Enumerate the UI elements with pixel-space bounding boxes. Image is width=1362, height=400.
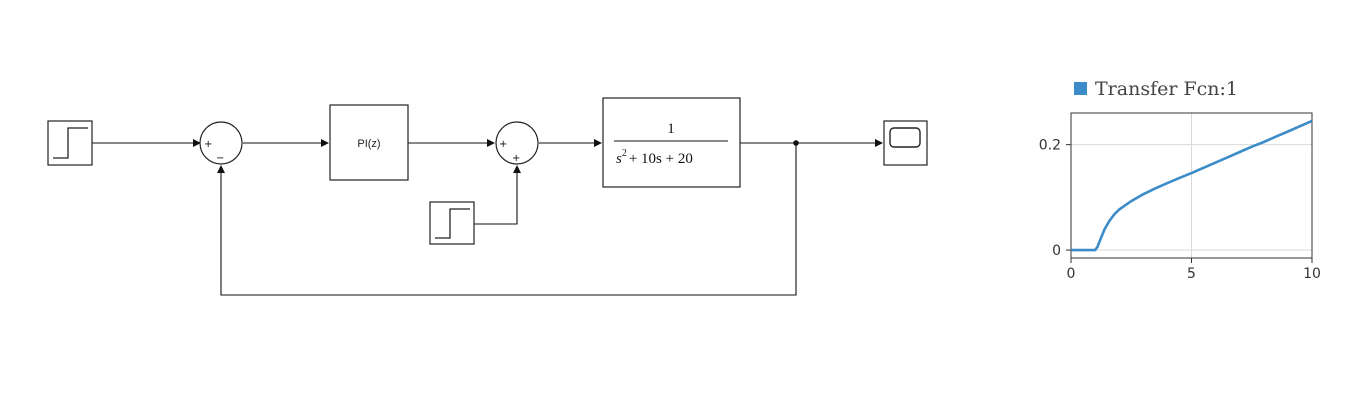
x-tick-label: 5 (1187, 266, 1196, 282)
legend-swatch (1074, 82, 1087, 95)
step-icon (435, 208, 470, 239)
scope-icon (889, 127, 921, 148)
x-tick-label: 0 (1067, 266, 1076, 282)
plot-ticks: 0 5 10 0 0.2 (1039, 138, 1321, 282)
arrow-disturbance-into-sum2 (513, 165, 521, 173)
wire-disturbance-to-sum2 (474, 172, 518, 225)
arrow-into-scope (875, 139, 883, 147)
series-line (1071, 119, 1313, 252)
sum2-sign-bottom: + (512, 153, 520, 164)
step-icon (53, 127, 88, 159)
arrow-into-pi (321, 139, 329, 147)
wire-feedback-loop (220, 143, 797, 296)
x-tick-label: 10 (1303, 266, 1321, 282)
step-source-block[interactable] (47, 120, 93, 166)
plot-gridlines (1071, 113, 1312, 258)
transfer-fcn-denominator: s2+ 10s + 20 (616, 148, 693, 167)
sum1-sign-left: + (204, 139, 212, 150)
transfer-fcn-numerator: 1 (667, 121, 675, 137)
y-tick-label: 0 (1052, 243, 1061, 259)
arrow-feedback-into-sum1 (217, 165, 225, 173)
arrow-into-plant (594, 139, 602, 147)
y-tick-label: 0.2 (1039, 138, 1061, 154)
transfer-fcn-block[interactable]: 1 s2+ 10s + 20 (602, 97, 741, 188)
arrow-into-sum1 (193, 139, 201, 147)
disturbance-step-block[interactable] (429, 201, 475, 245)
sum-block-1[interactable]: + − (199, 121, 243, 165)
signal-wires (92, 139, 883, 296)
scope-plot: Transfer Fcn:1 0 5 10 0 0.2 (1039, 78, 1321, 282)
pi-controller-label: PI(z) (357, 138, 380, 150)
sum-block-2[interactable]: + + (495, 121, 539, 165)
arrow-into-sum2 (487, 139, 495, 147)
sum1-sign-bottom: − (216, 153, 224, 164)
legend-label: Transfer Fcn:1 (1095, 78, 1238, 100)
scope-block[interactable] (883, 120, 928, 166)
pi-controller-block[interactable]: PI(z) (329, 104, 409, 181)
sum2-sign-left: + (499, 139, 507, 150)
